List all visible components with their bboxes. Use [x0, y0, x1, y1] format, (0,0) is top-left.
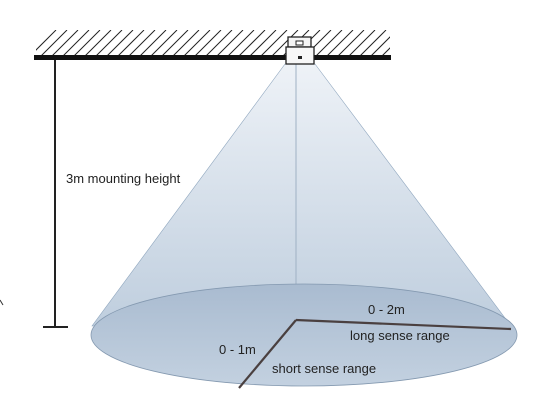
- hatch-line: [404, 30, 430, 56]
- hatch-line: [337, 30, 365, 56]
- short-range-line: [238, 319, 297, 389]
- hatch-line: [73, 30, 101, 56]
- long-range-line: [295, 318, 512, 331]
- hatch-line: [117, 30, 145, 56]
- hatch-line: [128, 30, 156, 56]
- hatch-line: [62, 30, 90, 56]
- hatch-line: [139, 30, 167, 56]
- hatch-line: [326, 30, 354, 56]
- sensor-icon: [285, 36, 315, 65]
- hatch-line: [393, 30, 419, 56]
- hatch-line: [161, 30, 189, 56]
- hatch-line: [381, 47, 390, 56]
- hatch-line: [249, 30, 277, 56]
- edge-mark: [0, 299, 4, 306]
- hatch-line: [415, 30, 441, 56]
- hatch-line: [40, 30, 68, 56]
- mounting-height-label: 3m mounting height: [66, 171, 181, 186]
- hatch-line: [227, 30, 255, 56]
- hatch-line: [51, 30, 79, 56]
- long-range-value-label: 0 - 2m: [368, 302, 405, 317]
- ceiling-hatch: [36, 30, 441, 56]
- hatch-line: [315, 30, 343, 56]
- hatch-line: [260, 30, 288, 56]
- hatch-line: [348, 30, 376, 56]
- hatch-line: [359, 30, 387, 56]
- short-range-name-label: short sense range: [272, 361, 377, 376]
- hatch-line: [172, 30, 200, 56]
- floor-coverage-ellipse: [90, 283, 518, 387]
- hatch-line: [194, 30, 222, 56]
- short-range-value-label: 0 - 1m: [219, 342, 256, 357]
- hatch-line: [84, 30, 112, 56]
- hatch-line: [271, 30, 299, 56]
- hatch-line: [106, 30, 134, 56]
- hatch-line: [95, 30, 123, 56]
- hatch-line: [238, 30, 266, 56]
- hatch-line: [36, 30, 57, 51]
- hatch-line: [216, 30, 244, 56]
- hatch-line: [183, 30, 211, 56]
- long-range-name-label: long sense range: [350, 328, 450, 343]
- hatch-line: [205, 30, 233, 56]
- mounting-height-dimension: [43, 60, 68, 328]
- ceiling-line: [34, 55, 391, 60]
- hatch-line: [370, 36, 390, 56]
- hatch-line: [150, 30, 178, 56]
